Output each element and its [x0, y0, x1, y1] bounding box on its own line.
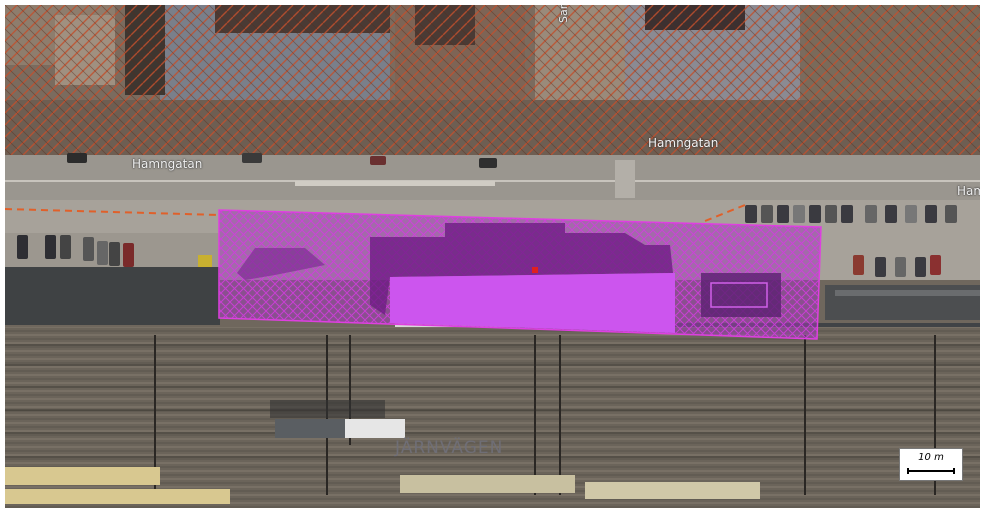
street-label-hamngatan-west: Hamngatan	[132, 157, 203, 171]
scale-line	[907, 468, 955, 474]
map-viewport[interactable]: Hamngatan Hamngatan Ham Sandg JÄRNVÄGEN …	[5, 5, 980, 508]
district-label: JÄRNVÄGEN	[395, 438, 504, 458]
street-label-sandgatan: Sandg	[557, 5, 570, 23]
scale-label: 10 m	[918, 452, 944, 463]
street-label-hamngatan-center: Hamngatan	[648, 136, 719, 150]
scale-bar: 10 m	[899, 448, 963, 481]
street-label-hamngatan-east: Ham	[957, 184, 980, 198]
plan-area-polygon[interactable]	[5, 5, 980, 508]
aerial-photo	[5, 5, 980, 508]
